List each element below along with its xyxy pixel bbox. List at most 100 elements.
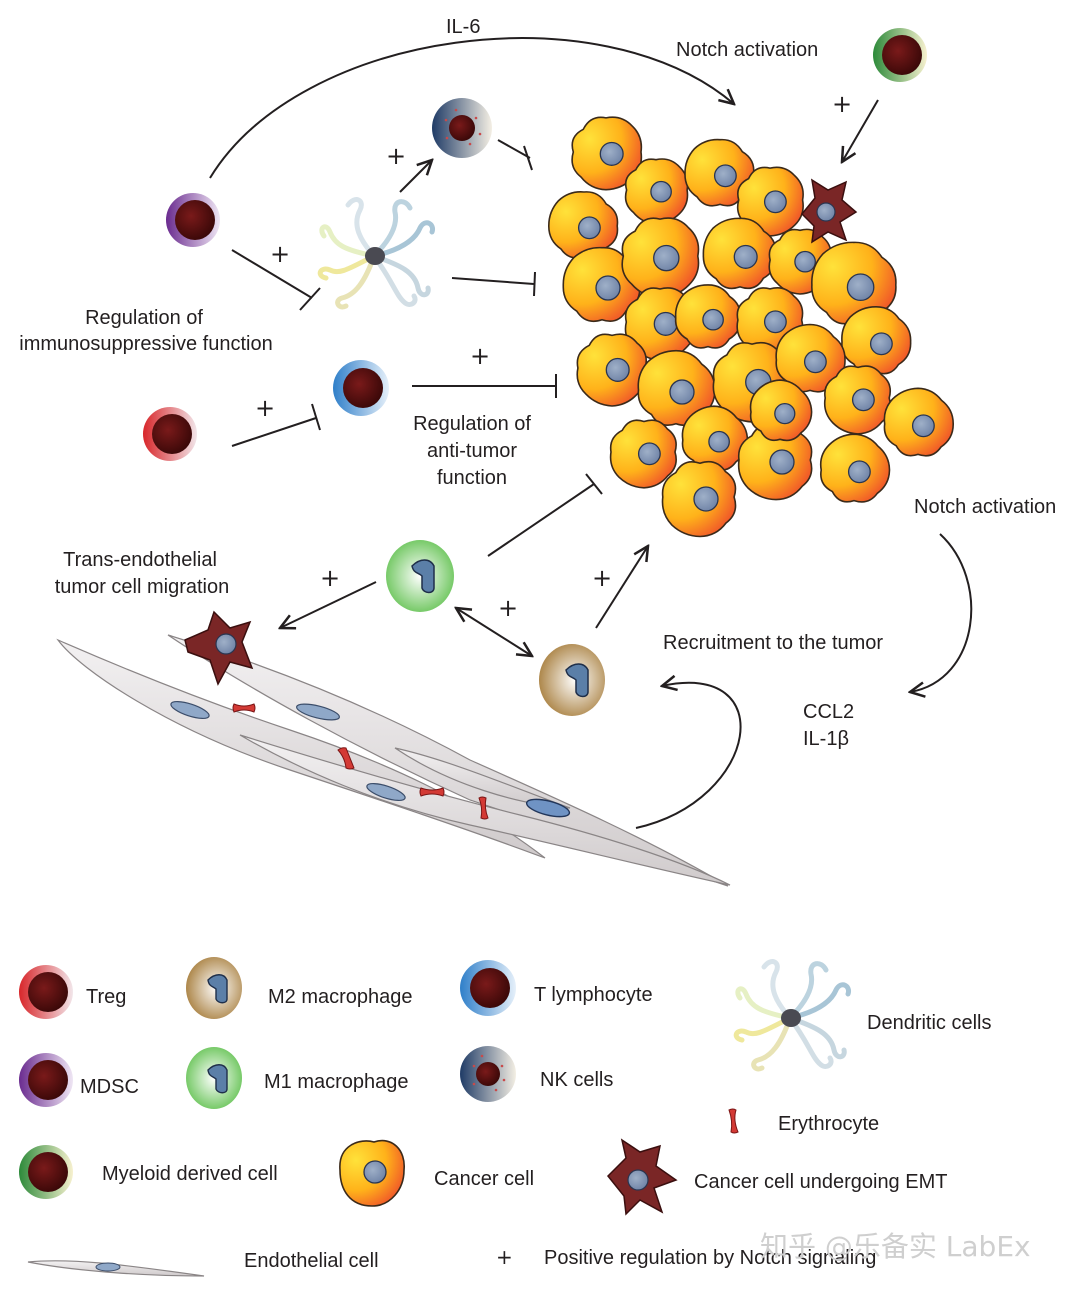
legend-cancer-label: Cancer cell	[434, 1168, 534, 1190]
ccl2-label: CCL2	[803, 701, 854, 723]
legend-myeloid-label: Myeloid derived cell	[102, 1163, 278, 1185]
plus-treg: +	[255, 394, 275, 422]
reg-immuno-label-2: immunosuppressive function	[19, 333, 272, 355]
nk-inhibit-line	[497, 139, 533, 171]
m1-to-migration-arrow	[280, 581, 377, 628]
legend-erythrocyte-label: Erythrocyte	[778, 1113, 879, 1135]
treg-cell	[143, 407, 197, 461]
cancer-cell-nucleus	[794, 250, 816, 273]
mdsc-cell	[166, 193, 220, 247]
legend-emt-label: Cancer cell undergoing EMT	[694, 1171, 947, 1193]
recruitment-arrow	[635, 683, 742, 829]
cancer-cell-nucleus	[763, 310, 787, 334]
mdsc-inhibit-line	[231, 249, 321, 311]
legend-myeloid-icon	[19, 1145, 73, 1199]
myeloid-to-emt-arrow	[842, 99, 879, 162]
reg-immuno-label-1: Regulation of	[85, 307, 203, 329]
legend-endothelial-label: Endothelial cell	[244, 1250, 379, 1272]
cancer-cell-nucleus	[769, 449, 795, 475]
legend-endothelial-icon	[27, 1260, 205, 1277]
plus-tlymph: +	[470, 342, 490, 370]
notch-top-label: Notch activation	[676, 39, 818, 61]
endothelial-vessel	[56, 634, 731, 887]
legend-plus-symbol: +	[496, 1245, 513, 1269]
cancer-cell-nucleus	[847, 460, 871, 484]
legend-mdsc-label: MDSC	[80, 1076, 139, 1098]
emt-cell-tumor	[800, 178, 858, 244]
plus-notch-top: +	[832, 90, 852, 118]
cancer-cell-nucleus	[599, 141, 624, 166]
legend-m2-icon	[186, 957, 242, 1019]
plus-m1-migration: +	[320, 564, 340, 592]
reg-anti-label-2: anti-tumor	[427, 440, 517, 462]
trans-label-2: tumor cell migration	[55, 576, 230, 598]
m1-inhibit-line	[487, 473, 603, 557]
recruitment-label: Recruitment to the tumor	[663, 632, 883, 654]
cancer-cell-nucleus	[702, 308, 724, 331]
legend-tlymph-icon	[460, 960, 516, 1016]
cancer-cell-nucleus	[669, 379, 695, 405]
cancer-cell-nucleus	[869, 332, 893, 356]
legend-mdsc-icon	[19, 1053, 73, 1107]
nk-cell	[432, 98, 492, 158]
cancer-cell-nucleus	[653, 244, 680, 272]
cancer-cell-nucleus	[774, 402, 796, 425]
legend-cancer-icon	[339, 1139, 405, 1207]
legend-treg-icon	[19, 965, 73, 1019]
cancer-cell-nucleus	[846, 273, 875, 302]
emt-cell-vessel	[184, 610, 254, 686]
legend-nk-icon	[460, 1046, 516, 1102]
notch-right-arrow	[910, 533, 973, 692]
reg-anti-label-3: function	[437, 467, 507, 489]
cancer-cell-nucleus	[653, 311, 678, 336]
m1-macrophage-cell	[386, 540, 454, 612]
legend-m1-label: M1 macrophage	[264, 1071, 409, 1093]
trans-label-1: Trans-endothelial	[63, 549, 217, 571]
legend-positive-label: Positive regulation by Notch signaling	[544, 1247, 876, 1269]
legend-emt-icon	[606, 1138, 678, 1216]
erythrocytes-in-vessel	[232, 703, 489, 820]
plus-mdsc: +	[270, 240, 290, 268]
il1b-label: IL-1β	[803, 728, 849, 750]
cancer-cell-nucleus	[803, 350, 827, 374]
legend-m1-icon	[186, 1047, 242, 1109]
dendritic-to-nk-arrow	[399, 160, 432, 193]
cancer-cell-nucleus	[733, 244, 758, 269]
cancer-cell-nucleus	[851, 388, 875, 412]
legend-m2-label: M2 macrophage	[268, 986, 413, 1008]
dendritic-inhibit-line	[451, 271, 536, 297]
t-lymphocyte-cell	[333, 360, 389, 416]
dendritic-cell	[317, 197, 436, 310]
m2-macrophage-cell	[539, 644, 605, 716]
cancer-cell-nucleus	[650, 180, 672, 203]
il6-label: IL-6	[446, 16, 480, 38]
legend-dendritic-icon	[733, 959, 852, 1072]
reg-anti-label-1: Regulation of	[413, 413, 531, 435]
myeloid-derived-cell	[873, 28, 927, 82]
plus-m1-m2: +	[498, 594, 518, 622]
watermark: 知乎 @乐备实 LabEx	[760, 1230, 1031, 1263]
plus-dendritic-nk: +	[386, 142, 406, 170]
m2-to-tumor-arrow	[595, 546, 648, 629]
treg-inhibit-line	[231, 403, 321, 447]
cancer-cell-nucleus	[911, 414, 935, 438]
legend-nk-label: NK cells	[540, 1069, 613, 1091]
legend-tlymph-label: T lymphocyte	[534, 984, 653, 1006]
plus-m2-tumor: +	[592, 564, 612, 592]
cancer-cell-nucleus	[605, 357, 630, 382]
cancer-cell-nucleus	[708, 430, 730, 453]
legend: Treg M2 macrophage T lymphocyte Dendriti…	[19, 957, 991, 1277]
cancer-cell-nucleus	[713, 164, 737, 188]
cancer-cell-nucleus	[763, 190, 787, 214]
m1-m2-double-arrow	[456, 608, 532, 656]
legend-treg-label: Treg	[86, 986, 126, 1008]
legend-dendritic-label: Dendritic cells	[867, 1012, 991, 1034]
tumor-mass	[547, 116, 955, 538]
cancer-cell-nucleus	[595, 275, 621, 301]
cancer-cell-nucleus	[693, 486, 719, 512]
il6-arrow	[209, 37, 734, 179]
tlymph-inhibit-line	[412, 374, 557, 398]
cancer-cell-nucleus	[637, 442, 661, 466]
cancer-cell-nucleus	[577, 216, 601, 240]
notch-right-label: Notch activation	[914, 496, 1056, 518]
